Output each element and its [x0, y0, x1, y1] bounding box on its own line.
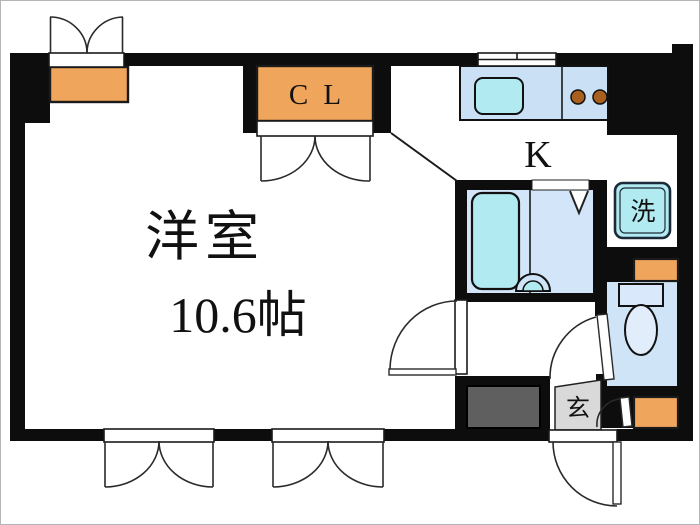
french-door-swing-right	[86, 16, 124, 54]
window-bottom-right	[271, 428, 385, 488]
entrance-door	[548, 429, 622, 507]
toilet-door-swing	[549, 316, 597, 380]
wall-left	[10, 53, 25, 441]
window1-swing-right	[158, 440, 214, 488]
window2-swing-left	[272, 440, 329, 488]
wall-bottom-right	[617, 429, 693, 441]
closet-label: C L	[289, 79, 345, 111]
shoe-cabinet	[466, 385, 541, 429]
wall-right	[677, 53, 693, 441]
closet-door-swing-right	[314, 135, 371, 182]
washing-machine-inner	[619, 187, 666, 234]
window1-sill	[103, 428, 215, 443]
entrance-door-leaf	[612, 441, 622, 505]
washbasin-bowl	[522, 280, 544, 292]
storage-box-top-left	[48, 65, 130, 104]
entrance-label: 玄	[566, 395, 590, 422]
kitchen-label: K	[524, 134, 552, 176]
laundry-label: 洗	[630, 198, 655, 226]
wall-closet-pillar-right	[373, 53, 391, 133]
window2-swing-right	[327, 440, 384, 488]
wall-left-column	[10, 53, 50, 123]
closet-doors	[256, 120, 374, 182]
bath-folding-door-icon	[569, 190, 589, 216]
main-room-label: 洋室	[145, 207, 265, 267]
genkan-side-door	[596, 396, 633, 428]
entrance-door-swing	[552, 441, 618, 507]
french-door-sill	[48, 52, 125, 68]
washing-machine-pan	[613, 181, 672, 240]
main-room-door	[388, 299, 468, 376]
bathroom-unit	[470, 179, 590, 293]
french-door-swing-left	[49, 16, 88, 54]
toilet-bowl	[624, 304, 658, 356]
closet-door-sill	[256, 120, 374, 137]
bath-door-opening	[531, 179, 590, 191]
window-bottom-left	[103, 428, 215, 488]
stove-burner-left	[570, 89, 586, 105]
window1-swing-left	[104, 440, 160, 488]
bathtub	[470, 191, 521, 291]
genkan-side-door-swing	[596, 398, 620, 428]
stove-burner-right	[592, 89, 608, 105]
toilet	[618, 283, 664, 356]
wall-closet-pillar-left	[243, 53, 257, 133]
entrance-door-sill	[548, 429, 618, 443]
genkan-side-door-leaf	[619, 396, 633, 428]
main-room-door-swing	[389, 300, 458, 370]
washing-machine	[613, 181, 672, 240]
wall-below-toilet	[607, 386, 678, 397]
wall-toilet-left-upper	[595, 282, 607, 316]
shelf-entrance	[632, 395, 680, 430]
toilet-tank	[618, 283, 664, 307]
wall-top-right-column	[607, 53, 693, 135]
window2-sill	[271, 428, 385, 443]
toilet-door	[549, 313, 615, 381]
toilet-door-leaf	[596, 313, 615, 381]
shelf-above-toilet	[632, 257, 680, 283]
partition-diagonal	[390, 132, 458, 182]
closet-door-swing-left	[260, 135, 316, 182]
french-door-top-left	[48, 16, 125, 68]
kitchen-sink	[474, 77, 524, 115]
main-room-size-label: 10.6帖	[169, 287, 307, 343]
main-room-door-opening	[454, 299, 468, 375]
main-room-door-leaf	[388, 368, 457, 376]
kitchen-unit	[459, 52, 609, 121]
